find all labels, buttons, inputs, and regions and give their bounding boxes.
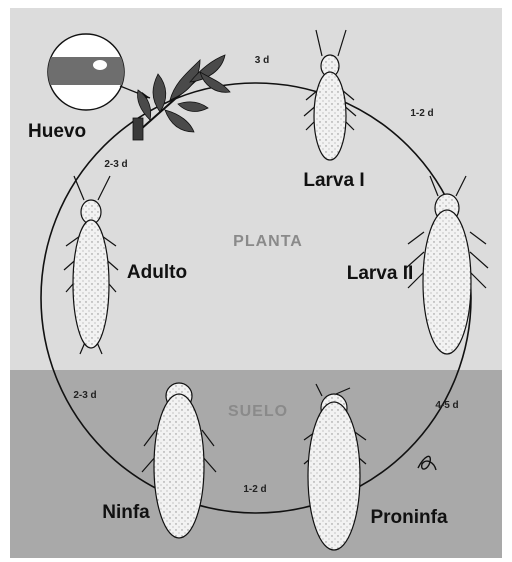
duration-larva-1-to-larva-2: 1-2 d [410,108,433,119]
zone-label-soil: SUELO [228,403,288,420]
stage-label-egg: Huevo [28,121,86,142]
stage-label-pupa: Ninfa [102,502,150,523]
duration-egg-to-larva-1: 3 d [255,55,269,66]
stage-label-adult: Adulto [127,262,187,283]
duration-prepupa-to-pupa: 1-2 d [243,484,266,495]
stage-label-larva-2: Larva II [347,263,414,284]
stage-label-prepupa: Proninfa [370,507,447,528]
duration-adult-to-egg: 2-3 d [104,159,127,170]
duration-pupa-to-adult: 2-3 d [73,390,96,401]
stage-label-larva-1: Larva I [303,170,364,191]
zone-label-plant: PLANTA [233,233,303,250]
duration-larva-2-to-prepupa: 4-5 d [435,400,458,411]
